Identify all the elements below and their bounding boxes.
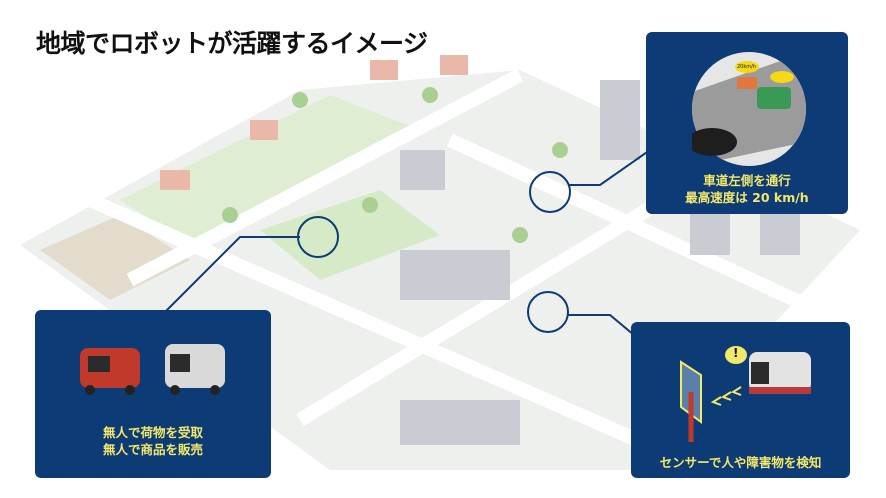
road-robots-illustration xyxy=(692,52,806,166)
page-title: 地域でロボットが活躍するイメージ xyxy=(36,29,428,58)
sensor-caption: センサーで人や障害物を検知 xyxy=(659,455,822,470)
delivery-caption-line2: 無人で商品を販売 xyxy=(102,442,203,457)
alert-icon: ! xyxy=(733,346,739,360)
panel-road: 20km/h 車道左側を通行 最高速度は 20 km/h xyxy=(646,32,848,214)
road-caption-line2: 最高速度は 20 km/h xyxy=(685,190,809,205)
delivery-caption-line1: 無人で荷物を受取 xyxy=(102,425,203,440)
delivery-robots-illustration xyxy=(80,344,225,395)
speed-badge: 20km/h xyxy=(737,64,756,70)
panel-sensor: ! センサーで人や障害物を検知 xyxy=(631,322,850,478)
panel-delivery: 無人で荷物を受取 無人で商品を販売 xyxy=(35,310,271,478)
sensor-illustration xyxy=(680,346,811,442)
road-caption-line1: 車道左側を通行 xyxy=(703,173,791,188)
